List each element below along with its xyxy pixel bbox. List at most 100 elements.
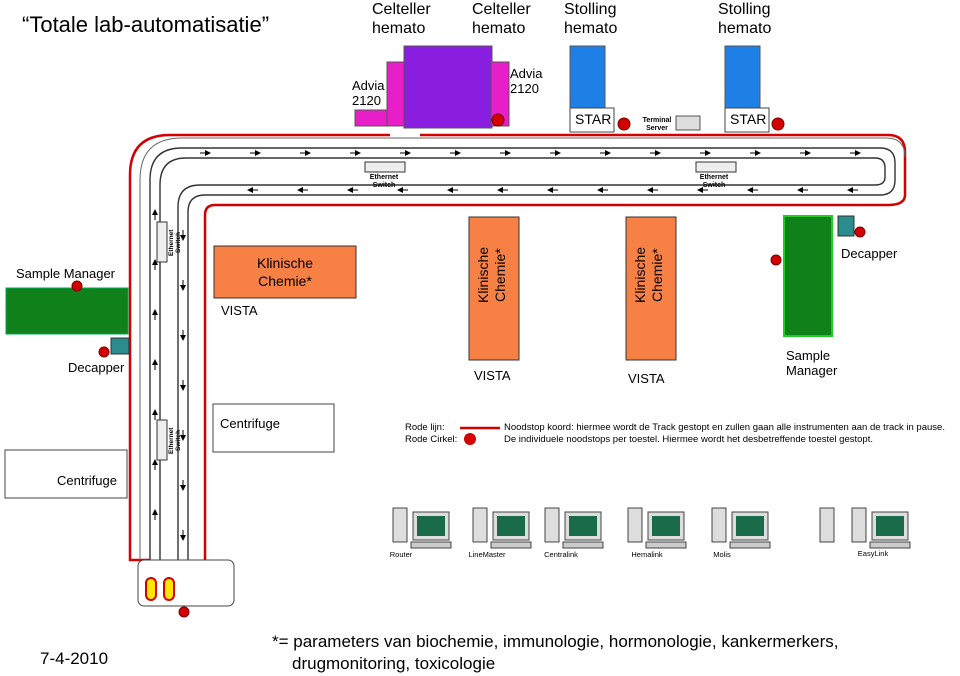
date-label: 7-4-2010 — [40, 649, 109, 668]
ethernet-switch-line1: Ethernet — [369, 174, 399, 181]
ethernet-switch-device-2 — [695, 161, 737, 173]
title-text: Totale lab-automatisatie — [29, 12, 262, 37]
ethernet-switch-device-3 — [156, 221, 168, 263]
ethernet-switch-line1: Ethernet — [168, 427, 175, 455]
computer-label-hemalink: Hemalink — [631, 550, 663, 559]
emergency-stop-circle — [771, 117, 785, 131]
klinische-line2: Chemie* — [258, 273, 312, 289]
advia-line1: Advia — [352, 78, 385, 93]
top-label-line2: hemato — [472, 20, 526, 37]
ethernet-switch-device-1 — [364, 161, 406, 173]
emergency-stop-circle — [617, 117, 631, 131]
ethernet-switch-line1: Ethernet — [699, 174, 729, 181]
end-station-slot-1 — [145, 577, 157, 601]
track-outer-lane — [149, 147, 896, 560]
ethernet-switch-line2: Switch — [702, 182, 726, 189]
sample-manager-left-box — [5, 287, 129, 335]
computer-label-router: Router — [389, 550, 413, 559]
top-label-line2: hemato — [718, 20, 772, 37]
emergency-stop-circle — [98, 346, 110, 358]
decapper-right-device — [837, 215, 855, 237]
klinische-line2: Chemie* — [649, 248, 665, 302]
terminal-server-device — [675, 115, 701, 131]
stolling-analyzer-2 — [724, 45, 761, 109]
klinische-line1: Klinische — [632, 246, 648, 304]
stolling-analyzer-1 — [569, 45, 606, 109]
advia-left-body — [386, 61, 406, 127]
top-label-line1: Celteller — [472, 1, 531, 18]
decapper-left-label: Decapper — [68, 360, 125, 375]
advia-line2: 2120 — [510, 81, 539, 96]
computer-linemaster — [472, 507, 532, 549]
top-label-line2: hemato — [372, 20, 426, 37]
computer-centralink — [544, 507, 604, 549]
sample-manager-left-label: Sample Manager — [16, 266, 115, 281]
computer-label-linemaster: LineMaster — [468, 550, 506, 559]
top-label-line1: Stolling — [718, 1, 771, 18]
sample-manager-line1: Sample — [786, 348, 831, 363]
vista-label-3: VISTA — [628, 371, 665, 386]
star-box-2 — [724, 107, 770, 133]
ethernet-switch-label-2: Ethernet Switch — [696, 174, 732, 190]
track-outer-edge — [139, 137, 906, 560]
centrifuge-label-1: Centrifuge — [220, 416, 280, 431]
track-arrows — [152, 150, 861, 541]
emergency-stop-circle — [71, 280, 83, 292]
klinische-line1: Klinische — [475, 246, 491, 304]
emergency-stop-circle — [854, 226, 866, 238]
top-label-celteller-2: Celteller hemato — [472, 0, 531, 38]
emergency-stop-circles — [71, 113, 866, 618]
top-label-stolling-2: Stolling hemato — [718, 0, 771, 38]
legend-red-circle — [464, 433, 476, 445]
terminal-server-line2: Server — [646, 125, 668, 132]
top-label-celteller-1: Celteller hemato — [372, 0, 431, 38]
klinische-chemie-box-1 — [213, 245, 357, 299]
legend-rode-cirkel-label: Rode Cirkel: — [405, 434, 458, 445]
top-label-stolling-1: Stolling hemato — [564, 0, 617, 38]
ethernet-switch-label-4: Ethernet Switch — [168, 422, 182, 460]
advia-label-left: Advia 2120 — [352, 78, 385, 108]
footnote-line1: *= parameters van biochemie, immunologie… — [272, 632, 839, 651]
computer-label-molis: Molis — [713, 550, 731, 559]
vista-label-1: VISTA — [221, 303, 258, 318]
computer-label-centralink: Centralink — [544, 550, 578, 559]
top-label-line1: Celteller — [372, 1, 431, 18]
ethernet-switch-line2: Switch — [175, 430, 182, 452]
advia-line2: 2120 — [352, 93, 381, 108]
klinische-chemie-label-1: Klinische Chemie* — [214, 254, 356, 290]
klinische-chemie-label-3: Klinische Chemie* — [632, 225, 670, 325]
klinische-chemie-label-2: Klinische Chemie* — [475, 225, 513, 325]
footnote-line2: drugmonitoring, toxicologie — [292, 654, 496, 673]
ethernet-switch-line2: Switch — [175, 232, 182, 254]
decapper-right-label: Decapper — [841, 246, 898, 261]
legend-noodstops: De individuele noodstops per toestel. Hi… — [504, 434, 873, 445]
top-label-line2: hemato — [564, 20, 618, 37]
terminal-server-line1: Terminal — [642, 117, 672, 124]
computer-row — [392, 507, 911, 549]
ethernet-switch-device-4 — [156, 419, 168, 461]
ethernet-switch-label-1: Ethernet Switch — [366, 174, 402, 190]
footnote: *= parameters van biochemie, immunologie… — [272, 631, 838, 675]
centrifuge-label-2: Centrifuge — [57, 473, 117, 488]
klinische-line2: Chemie* — [492, 248, 508, 302]
computer-easylink — [851, 507, 911, 549]
klinische-chemie-box-2 — [468, 216, 520, 361]
klinische-chemie-box-3 — [625, 216, 677, 361]
top-label-line1: Stolling — [564, 1, 617, 18]
legend-rode-lijn-label: Rode lijn: — [405, 422, 445, 433]
emergency-stop-circle — [770, 254, 782, 266]
computer-hemalink — [627, 507, 687, 549]
emergency-stop-circle — [491, 113, 505, 127]
legend-noodstop-koord: Noodstop koord: hiermee wordt de Track g… — [504, 422, 945, 433]
centrifuge-box-2 — [4, 449, 128, 499]
celteller-purple-block — [403, 45, 493, 129]
end-station-slot-2 — [163, 577, 175, 601]
ethernet-switch-line1: Ethernet — [168, 229, 175, 257]
computer-label-easylink: EasyLink — [857, 549, 889, 558]
track-inner-lane — [159, 157, 886, 560]
computer-easylink-tower — [819, 507, 835, 543]
terminal-server-label: Terminal Server — [640, 117, 674, 133]
computer-router — [392, 507, 452, 549]
title-close-quote: ” — [261, 12, 270, 37]
sample-manager-right-box — [783, 215, 833, 337]
